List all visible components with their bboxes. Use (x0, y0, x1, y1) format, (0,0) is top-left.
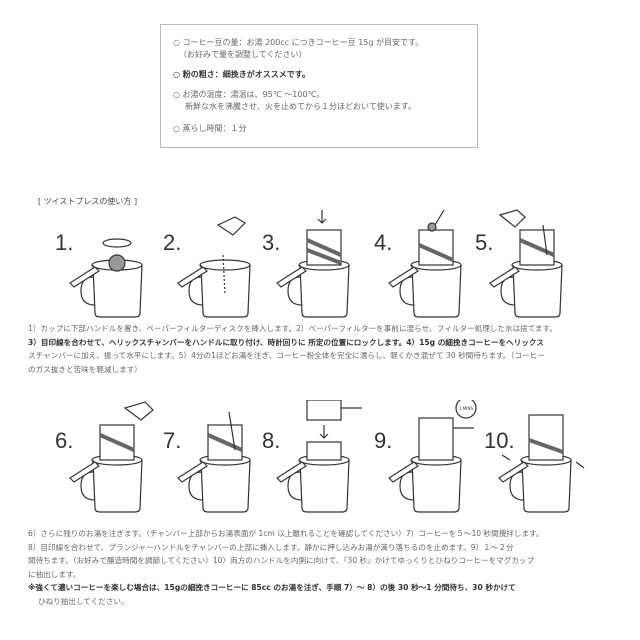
step-number: 1. (55, 230, 74, 255)
step-number: 6. (55, 428, 74, 453)
step-2-illustration: 2. (163, 205, 263, 318)
step-3-illustration: 3. (262, 205, 362, 318)
step-5-illustration: 5. (475, 205, 575, 318)
step-number: 7. (163, 428, 182, 453)
instructions-steps-1-5: 1）カップに下部ハンドルを置き、ペーパーフィルターディスクを挿入します。2）ペー… (28, 324, 557, 374)
step-9-illustration: 1 MINS 9. (374, 400, 477, 513)
step-1-illustration: 1. (55, 205, 155, 318)
step-10-illustration: 10. (484, 400, 585, 513)
step-number: 10. (484, 428, 515, 453)
step-4-illustration: 4. (374, 205, 474, 318)
step-number: 5. (475, 230, 494, 255)
step-number: 2. (163, 230, 182, 255)
info-coffee-amount: ○ コーヒー豆の量：お湯 200cc につきコーヒー豆 15g が目安です。（お… (173, 38, 424, 59)
step-8-illustration: 8. (262, 400, 362, 513)
info-temperature: ○ お湯の温度：湯温は、95℃ ～100℃。新鮮な水を沸騰させ、火を止めてから１… (173, 90, 416, 111)
step-6-illustration: 6. (55, 400, 155, 513)
section-heading: [ ツイストプレスの使い方 ] (38, 197, 138, 206)
step-number: 4. (374, 230, 393, 255)
info-grind: ○ 粉の粗さ：細挽きがオススメです。 (173, 70, 310, 79)
step-number: 3. (262, 230, 281, 255)
step-number: 9. (374, 428, 393, 453)
info-box: ○ コーヒー豆の量：お湯 200cc につきコーヒー豆 15g が目安です。（お… (160, 24, 478, 148)
timer-label: 1 MINS (459, 406, 473, 411)
step-7-illustration: 7. (163, 400, 263, 513)
step-number: 8. (262, 428, 281, 453)
instructions-steps-6-10: 6）さらに残りのお湯を注ぎます。（チャンバー上部からお湯表面が 1cm 以上離れ… (28, 529, 544, 606)
info-steep-time: ○ 蒸らし時間：１分 (173, 124, 247, 133)
